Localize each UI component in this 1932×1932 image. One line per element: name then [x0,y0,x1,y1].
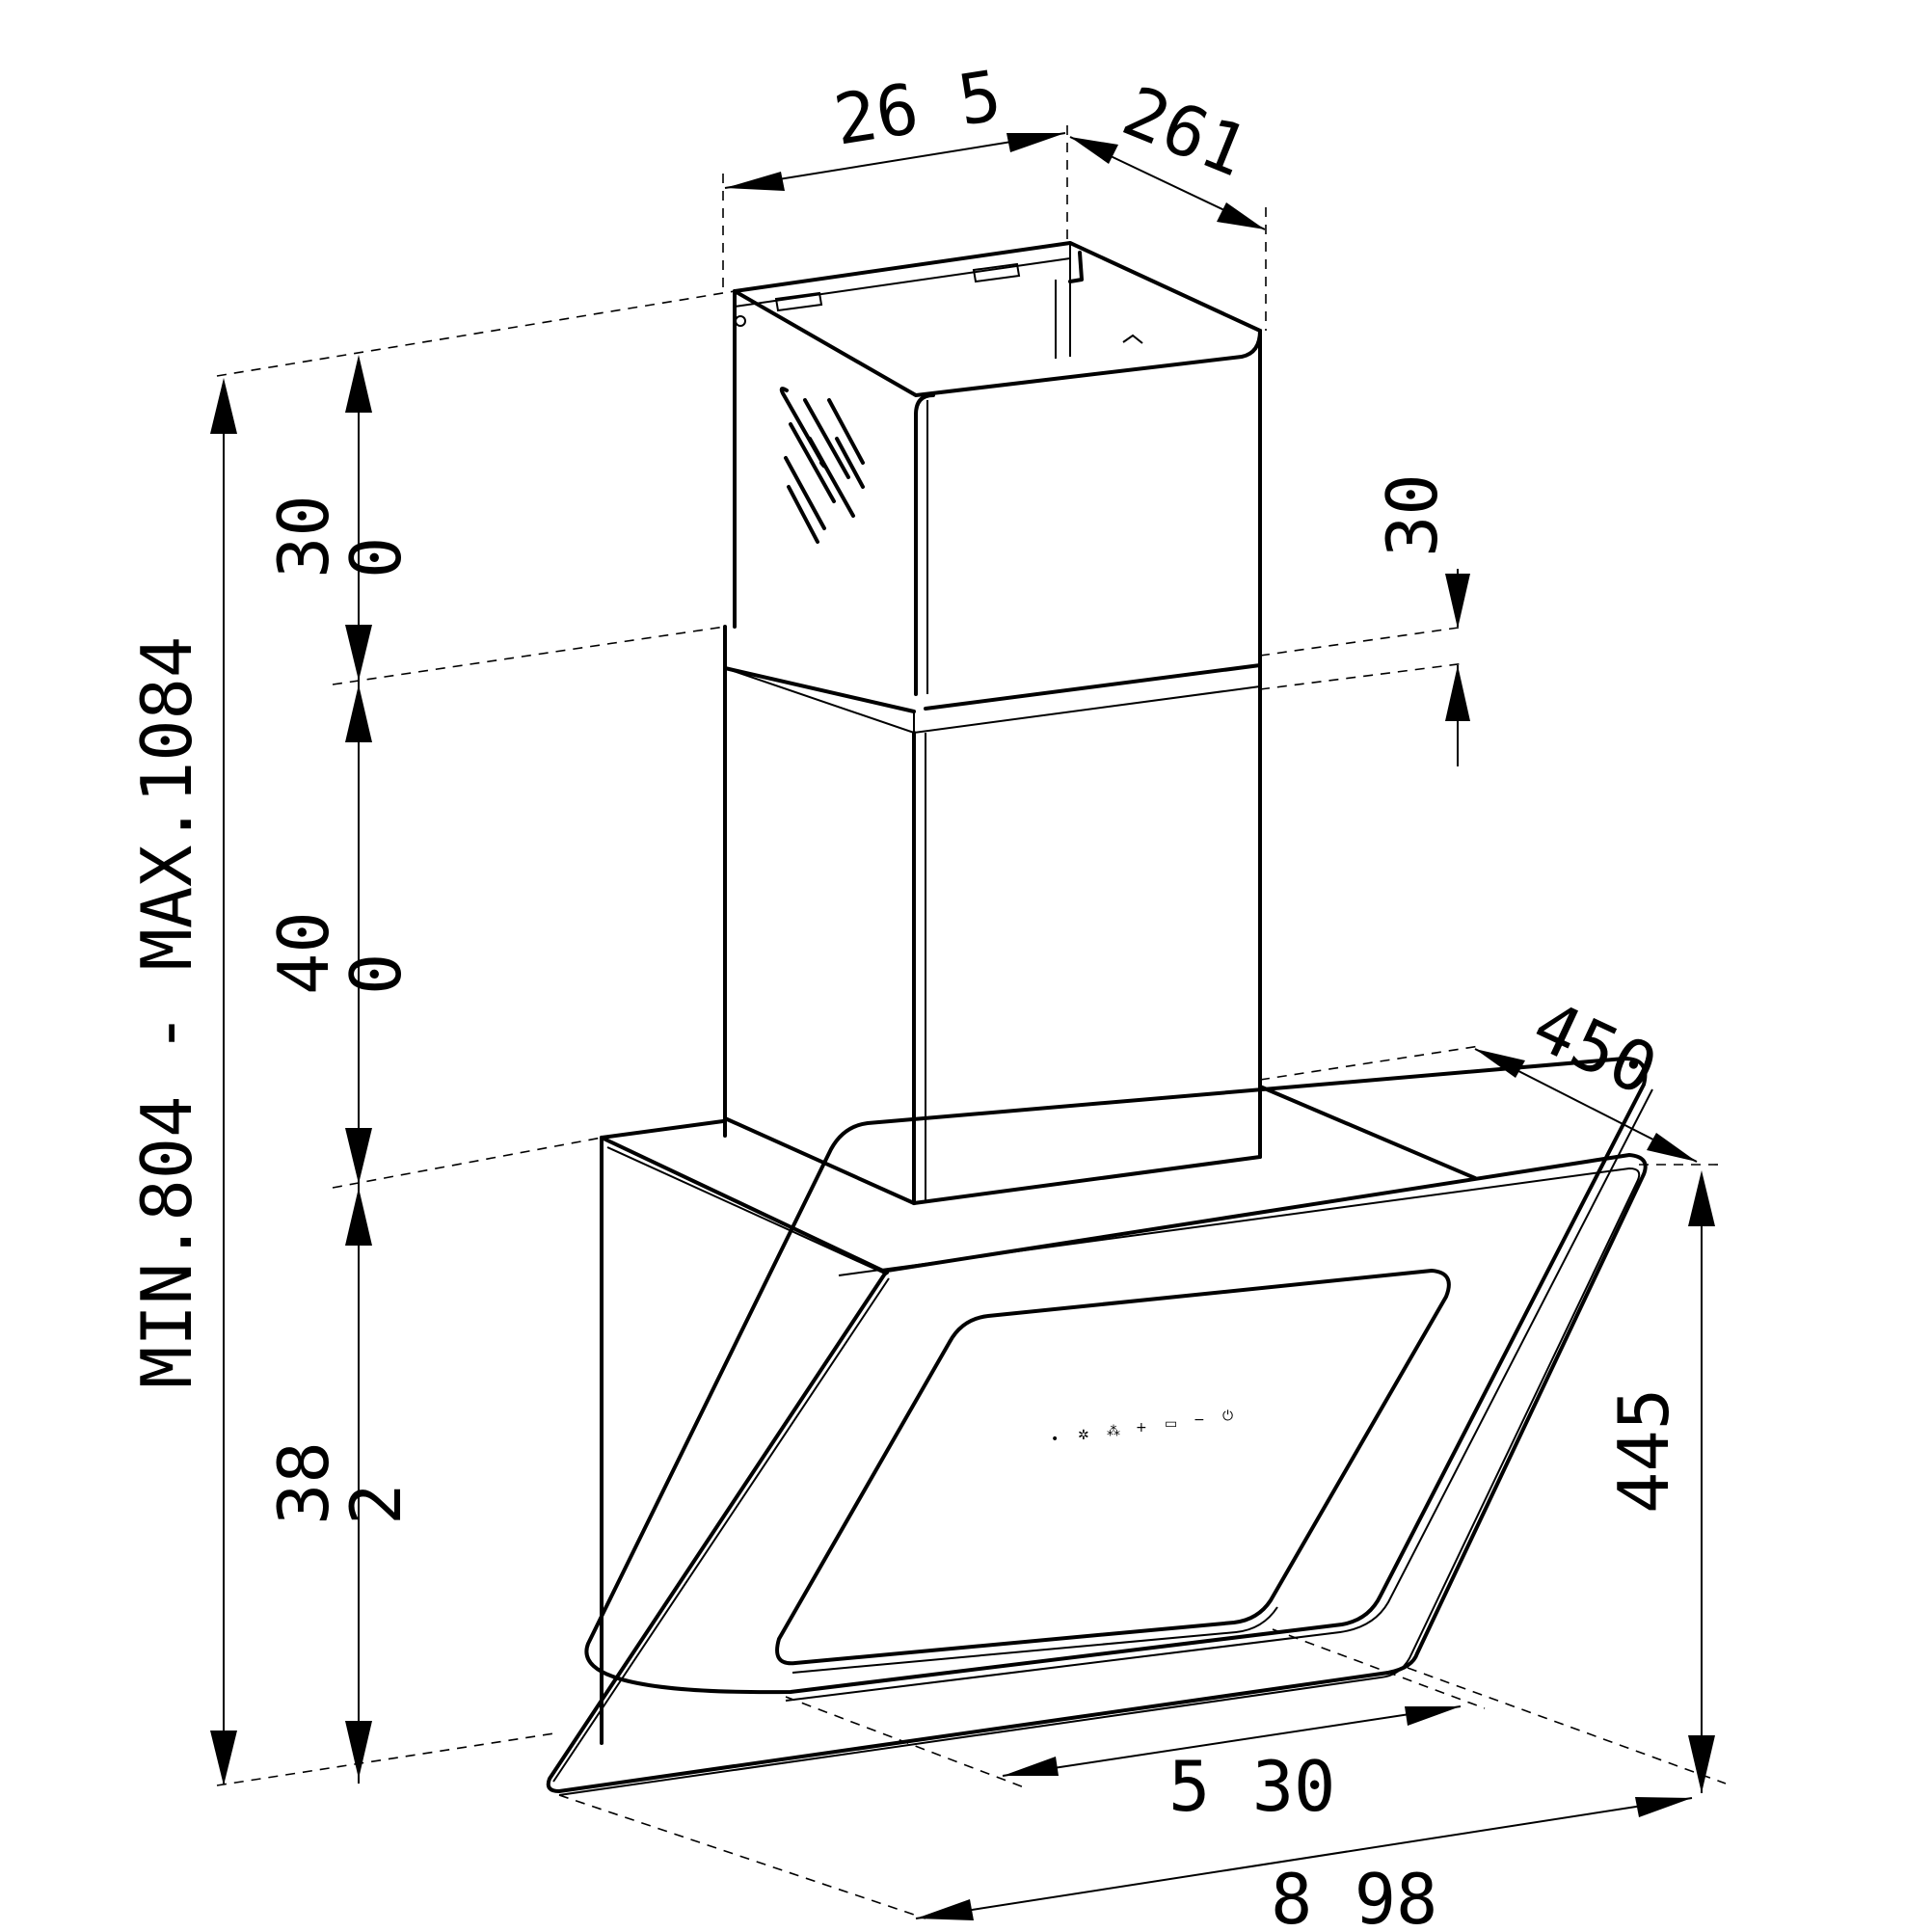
arrow-left-icon [1003,1757,1059,1776]
control-dot-icon[interactable]: • [1051,1432,1059,1447]
mounting-slot [972,262,1021,283]
arrow-up-icon [345,684,372,742]
arrow-right-icon [1006,133,1065,152]
control-display-window [775,1269,1451,1666]
hood-body [546,1057,1653,1796]
arrow-down-icon [345,1721,372,1779]
upper-chimney-height-label-b: 0 [335,537,416,578]
arrow-up-icon [345,355,372,413]
dimension-arrows [210,132,1715,1920]
upper-chimney-front-edge [914,393,935,696]
chimney-width-label: 26 5 [829,55,1006,161]
arrow-left-icon [916,1899,974,1920]
hood-height-label-a: 38 [263,1441,344,1525]
vent-slots [779,387,865,544]
arrow-up-icon [1445,665,1470,721]
arrow-left-icon [725,172,785,191]
arrow-left-icon [1070,137,1118,164]
hood-top-right-edge [1258,1085,1477,1180]
inner-width-label: 5 30 [1168,1746,1335,1827]
glass-height-label: 445 [1603,1388,1684,1514]
arrow-down-icon [345,625,372,681]
dimension-labels: 26 5 261 30 0 40 0 38 2 MIN.804 - MAX.10… [126,55,1684,1932]
control-display-icon[interactable]: ▭ [1165,1416,1177,1432]
overlap-label: 30 [1372,473,1453,557]
hood-top-left-edge [600,1136,889,1275]
arrow-down-icon [345,1128,372,1184]
chimney-depth-label: 261 [1113,70,1259,193]
arrow-down-icon [1445,574,1470,629]
arrow-up-icon [210,378,237,434]
control-plus-icon[interactable]: + [1136,1420,1147,1436]
arrow-right-icon [1217,202,1265,229]
total-height-label: MIN.804 - MAX.1084 [126,636,207,1388]
arrow-right-icon [1405,1706,1461,1726]
arrow-right-icon [1635,1797,1692,1817]
arrow-left-icon [1475,1049,1525,1078]
control-power-icon[interactable]: ⏻ [1222,1409,1233,1424]
arrow-right-icon [1647,1133,1697,1162]
arrow-down-icon [210,1731,237,1785]
front-panel-frame [584,1057,1648,1695]
hood-height-label-b: 2 [335,1484,416,1525]
mounting-slot [774,291,823,312]
arrow-up-icon [345,1188,372,1246]
upper-chimney-height-label-a: 30 [263,495,344,578]
lower-chimney [723,623,1262,1205]
control-fan-icon[interactable]: ⁂ [1107,1424,1120,1439]
extension-lines [216,125,1727,1919]
glass-front-panel [546,1153,1648,1793]
arrow-down-icon [1688,1735,1715,1793]
lower-chimney-height-label-a: 40 [263,911,344,995]
overall-width-label: 8 98 [1271,1859,1437,1932]
control-panel: • ✲ ⁂ + ▭ − ⏻ [1051,1409,1233,1447]
hood-depth-label: 450 [1521,984,1669,1111]
lower-chimney-height-label-b: 0 [335,953,416,995]
control-minus-icon[interactable]: − [1194,1412,1205,1428]
upper-chimney-top-edge [733,241,1262,333]
control-light-icon[interactable]: ✲ [1078,1428,1089,1443]
upper-chimney [733,241,1262,696]
arrow-up-icon [1688,1170,1715,1226]
screw-hole [735,315,746,327]
